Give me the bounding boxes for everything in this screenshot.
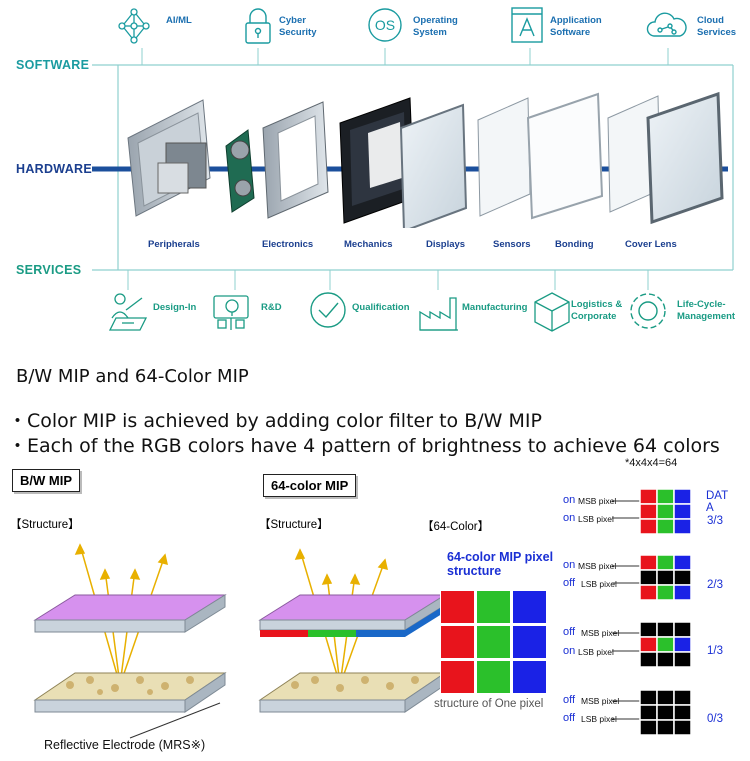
msb-pixel-label: MSB pixel — [581, 696, 620, 706]
level-msb-state: on — [563, 494, 576, 506]
cloud-icon — [646, 12, 687, 37]
cycle-icon — [630, 293, 666, 329]
level-lsb-state: on — [563, 645, 576, 657]
peripherals-part — [127, 99, 211, 217]
service-label-lifecycle: Life-Cycle- Management — [677, 299, 736, 322]
level-ratio: 1/3 — [707, 645, 723, 657]
lsb-pixel-label: LSB pixel — [581, 579, 617, 589]
level-grid — [612, 554, 692, 601]
level-ratio: 3/3 — [707, 515, 723, 527]
services-row-label: SERVICES — [16, 263, 82, 277]
design-icon — [108, 293, 148, 331]
check-icon — [310, 292, 346, 328]
level-grid — [612, 488, 692, 535]
layer-label-displays: Displays — [426, 239, 466, 250]
research-icon — [213, 295, 249, 330]
service-label-qualification: Qualification — [352, 302, 410, 313]
color-mip-title: 64-color MIP — [263, 474, 357, 497]
one-pixel-grid — [440, 590, 547, 694]
footnote: *4x4x4=64 — [625, 457, 678, 469]
software-label-os: Operating System — [413, 15, 458, 38]
layer-label-electronics: Electronics — [262, 239, 314, 250]
level-lsb-state: off — [563, 712, 576, 724]
level-lsb-state: on — [563, 512, 576, 524]
service-label-design: Design-In — [153, 302, 197, 313]
lsb-pixel-label: LSB pixel — [578, 647, 614, 657]
network-icon — [118, 8, 150, 44]
electrode-caption: Reflective Electrode (MRS※) — [44, 738, 206, 752]
level-msb-state: off — [563, 626, 576, 638]
lsb-pixel-label: LSB pixel — [581, 714, 617, 724]
color-structure-label: 【Structure】 — [259, 519, 329, 531]
bullet-2: ・Each of the RGB colors have 4 pattern o… — [8, 435, 720, 457]
msb-pixel-label: MSB pixel — [578, 561, 617, 571]
os-icon: OS — [368, 8, 402, 42]
box-icon — [534, 292, 570, 332]
software-label-cloud: Cloud Services — [697, 15, 737, 38]
layer-label-bonding: Bonding — [555, 239, 594, 250]
level-msb-state: on — [563, 559, 576, 571]
data-header: DATA — [706, 490, 729, 514]
software-row-label: SOFTWARE — [16, 58, 90, 72]
sensor-glass — [477, 97, 531, 217]
lsb-pixel-label: LSB pixel — [578, 514, 614, 524]
electronics-part — [225, 129, 255, 213]
color-structure-graphic — [258, 548, 447, 713]
bw-structure-label: 【Structure】 — [10, 519, 80, 531]
layer-label-peripherals: Peripherals — [148, 239, 200, 250]
cover-lens-glass — [646, 91, 724, 225]
level-msb-state: off — [563, 694, 576, 706]
layer-label-mechanics: Mechanics — [344, 239, 393, 250]
displays-glass — [399, 103, 468, 228]
mip-title: B/W MIP and 64-Color MIP — [16, 366, 249, 387]
hardware-layers-graphic — [127, 91, 724, 228]
service-label-manufacturing: Manufacturing — [462, 302, 528, 313]
msb-pixel-label: MSB pixel — [578, 496, 617, 506]
pixel-structure-title: 64-color MIP pixel structure — [447, 550, 554, 578]
level-ratio: 0/3 — [707, 713, 723, 725]
msb-pixel-label: MSB pixel — [581, 628, 620, 638]
factory-icon — [419, 297, 458, 331]
electrode-pointer — [129, 702, 221, 739]
software-label-cyber: Cyber Security — [279, 15, 317, 38]
level-lsb-state: off — [563, 577, 576, 589]
level-grid — [612, 689, 692, 736]
color64-label: 【64-Color】 — [422, 521, 490, 533]
bonding-glass — [526, 92, 604, 220]
bullet-1: ・Color MIP is achieved by adding color f… — [8, 410, 542, 432]
app-window-icon — [511, 7, 543, 43]
level-ratio: 2/3 — [707, 579, 723, 591]
software-label-aiml: AI/ML — [166, 15, 192, 26]
mechanics-part — [262, 101, 329, 219]
hardware-row-label: HARDWARE — [16, 162, 93, 176]
layer-label-cover-lens: Cover Lens — [625, 239, 677, 250]
svg-text:OS: OS — [375, 17, 395, 33]
one-pixel-caption: structure of One pixel — [434, 698, 544, 710]
service-label-rnd: R&D — [261, 302, 282, 313]
service-label-logistics: Logistics & Corporate — [571, 299, 623, 322]
software-label-app: Application Software — [550, 15, 602, 38]
bw-structure-graphic — [33, 543, 227, 713]
lock-icon — [245, 8, 271, 44]
layer-label-sensors: Sensors — [493, 239, 531, 250]
level-grid — [612, 621, 692, 668]
bw-mip-title: B/W MIP — [12, 469, 80, 492]
display-part — [339, 97, 415, 224]
